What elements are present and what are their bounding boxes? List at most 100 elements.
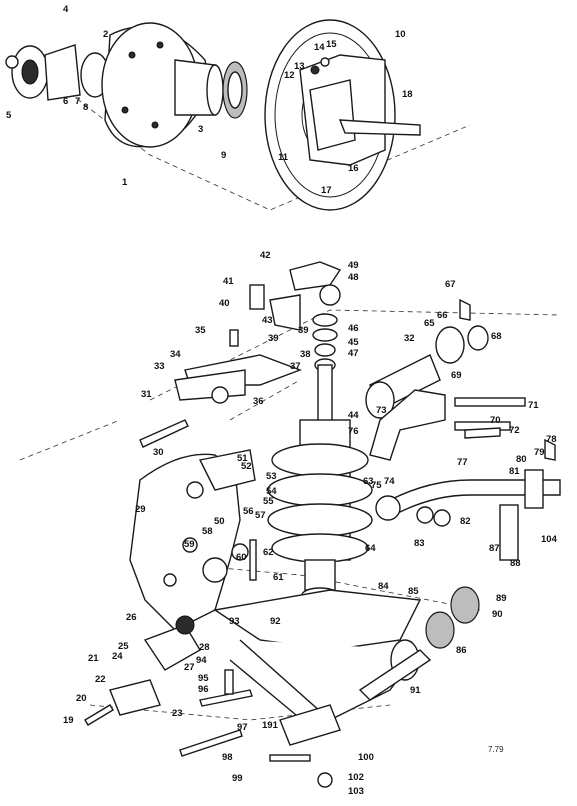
callout: 45 — [348, 337, 359, 348]
callout: 72 — [509, 425, 520, 436]
stub-axle-carrier — [109, 449, 256, 716]
callout: 38 — [300, 349, 311, 360]
callout: 66 — [437, 310, 448, 321]
callout: 13 — [294, 61, 305, 72]
callout: 51 — [237, 453, 248, 464]
callout: 44 — [348, 410, 359, 421]
callout: 3 — [198, 124, 203, 135]
callout: 84 — [378, 581, 389, 592]
callout: 98 — [222, 752, 233, 763]
callout: 89 — [496, 593, 507, 604]
callout: 91 — [410, 685, 421, 696]
callout: 53 — [266, 471, 277, 482]
brake-disc-and-caliper — [264, 19, 421, 211]
callout: 40 — [219, 298, 230, 309]
callout: 22 — [95, 674, 106, 685]
callout: 43 — [262, 315, 273, 326]
callout: 95 — [198, 673, 209, 684]
callout: 73 — [376, 405, 387, 416]
callout: 54 — [266, 486, 277, 497]
callout: 9 — [221, 150, 226, 161]
callout: 2 — [103, 29, 108, 40]
callout: 90 — [492, 609, 503, 620]
callout: 78 — [546, 434, 557, 445]
lower-wishbone — [213, 586, 480, 788]
callout: 7 — [75, 96, 80, 107]
hub-assembly — [5, 22, 248, 148]
callout: 36 — [253, 396, 264, 407]
callout: 103 — [348, 786, 364, 797]
callout: 88 — [510, 558, 521, 569]
callout: 82 — [460, 516, 471, 527]
callout: 81 — [509, 466, 520, 477]
callout: 69 — [451, 370, 462, 381]
callout: 83 — [414, 538, 425, 549]
callout: 14 — [314, 42, 325, 53]
callout: 10 — [395, 29, 406, 40]
callout: 32 — [404, 333, 415, 344]
callout: 6 — [63, 96, 68, 107]
callout: 46 — [348, 323, 359, 334]
callout: 42 — [260, 250, 271, 261]
callout: 49 — [348, 260, 359, 271]
callout: 77 — [457, 457, 468, 468]
figure-reference: 7.79 — [488, 745, 504, 754]
callout: 57 — [255, 510, 266, 521]
callout: 35 — [195, 325, 206, 336]
callout: 68 — [491, 331, 502, 342]
callout: 29 — [135, 504, 146, 515]
callout: 15 — [326, 39, 337, 50]
stabiliser-bar — [375, 438, 561, 561]
callout: 25 — [118, 641, 129, 652]
upper-wishbone-parts — [174, 261, 342, 404]
bolts — [84, 419, 501, 757]
callout: 93 — [229, 616, 240, 627]
callout: 65 — [424, 318, 435, 329]
callout: 4 — [63, 4, 69, 15]
callout: 34 — [170, 349, 181, 360]
callout: 74 — [384, 476, 395, 487]
damper-and-spring — [267, 364, 373, 603]
callout: 39 — [268, 333, 279, 344]
callout: 11 — [278, 152, 289, 163]
callout: 28 — [199, 642, 210, 653]
callout-labels: 1 2 3 4 5 6 7 8 9 10 11 12 13 14 15 16 1… — [6, 4, 558, 797]
callout: 80 — [516, 454, 527, 465]
callout: 62 — [263, 547, 274, 558]
callout: 99 — [232, 773, 243, 784]
callout: 70 — [490, 415, 501, 426]
callout: 67 — [445, 279, 456, 290]
callout: 5 — [6, 110, 12, 121]
callout: 86 — [456, 645, 467, 656]
callout: 100 — [358, 752, 374, 763]
callout: 92 — [270, 616, 281, 627]
callout: 60 — [236, 552, 247, 563]
callout: 58 — [202, 526, 213, 537]
callout: 23 — [172, 708, 183, 719]
callout: 97 — [237, 722, 248, 733]
callout: 21 — [88, 653, 99, 664]
callout: 64 — [365, 543, 376, 554]
callout: 104 — [541, 534, 558, 545]
callout: 94 — [196, 655, 207, 666]
callout: 71 — [528, 400, 539, 411]
callout: 24 — [112, 651, 123, 662]
callout: 41 — [223, 276, 234, 287]
callout: 50 — [214, 516, 225, 527]
callout: 102 — [348, 772, 364, 783]
callout: 39 — [298, 325, 309, 336]
callout: 18 — [402, 89, 413, 100]
callout: 20 — [76, 693, 87, 704]
callout: 96 — [198, 684, 209, 695]
callout: 63 — [363, 476, 374, 487]
callout: 33 — [154, 361, 165, 372]
callout: 31 — [141, 389, 152, 400]
callout: 56 — [243, 506, 254, 517]
callout: 47 — [348, 348, 359, 359]
callout: 85 — [408, 586, 419, 597]
callout: 30 — [153, 447, 164, 458]
callout: 12 — [284, 70, 295, 81]
callout: 48 — [348, 272, 359, 283]
callout: 87 — [489, 543, 500, 554]
